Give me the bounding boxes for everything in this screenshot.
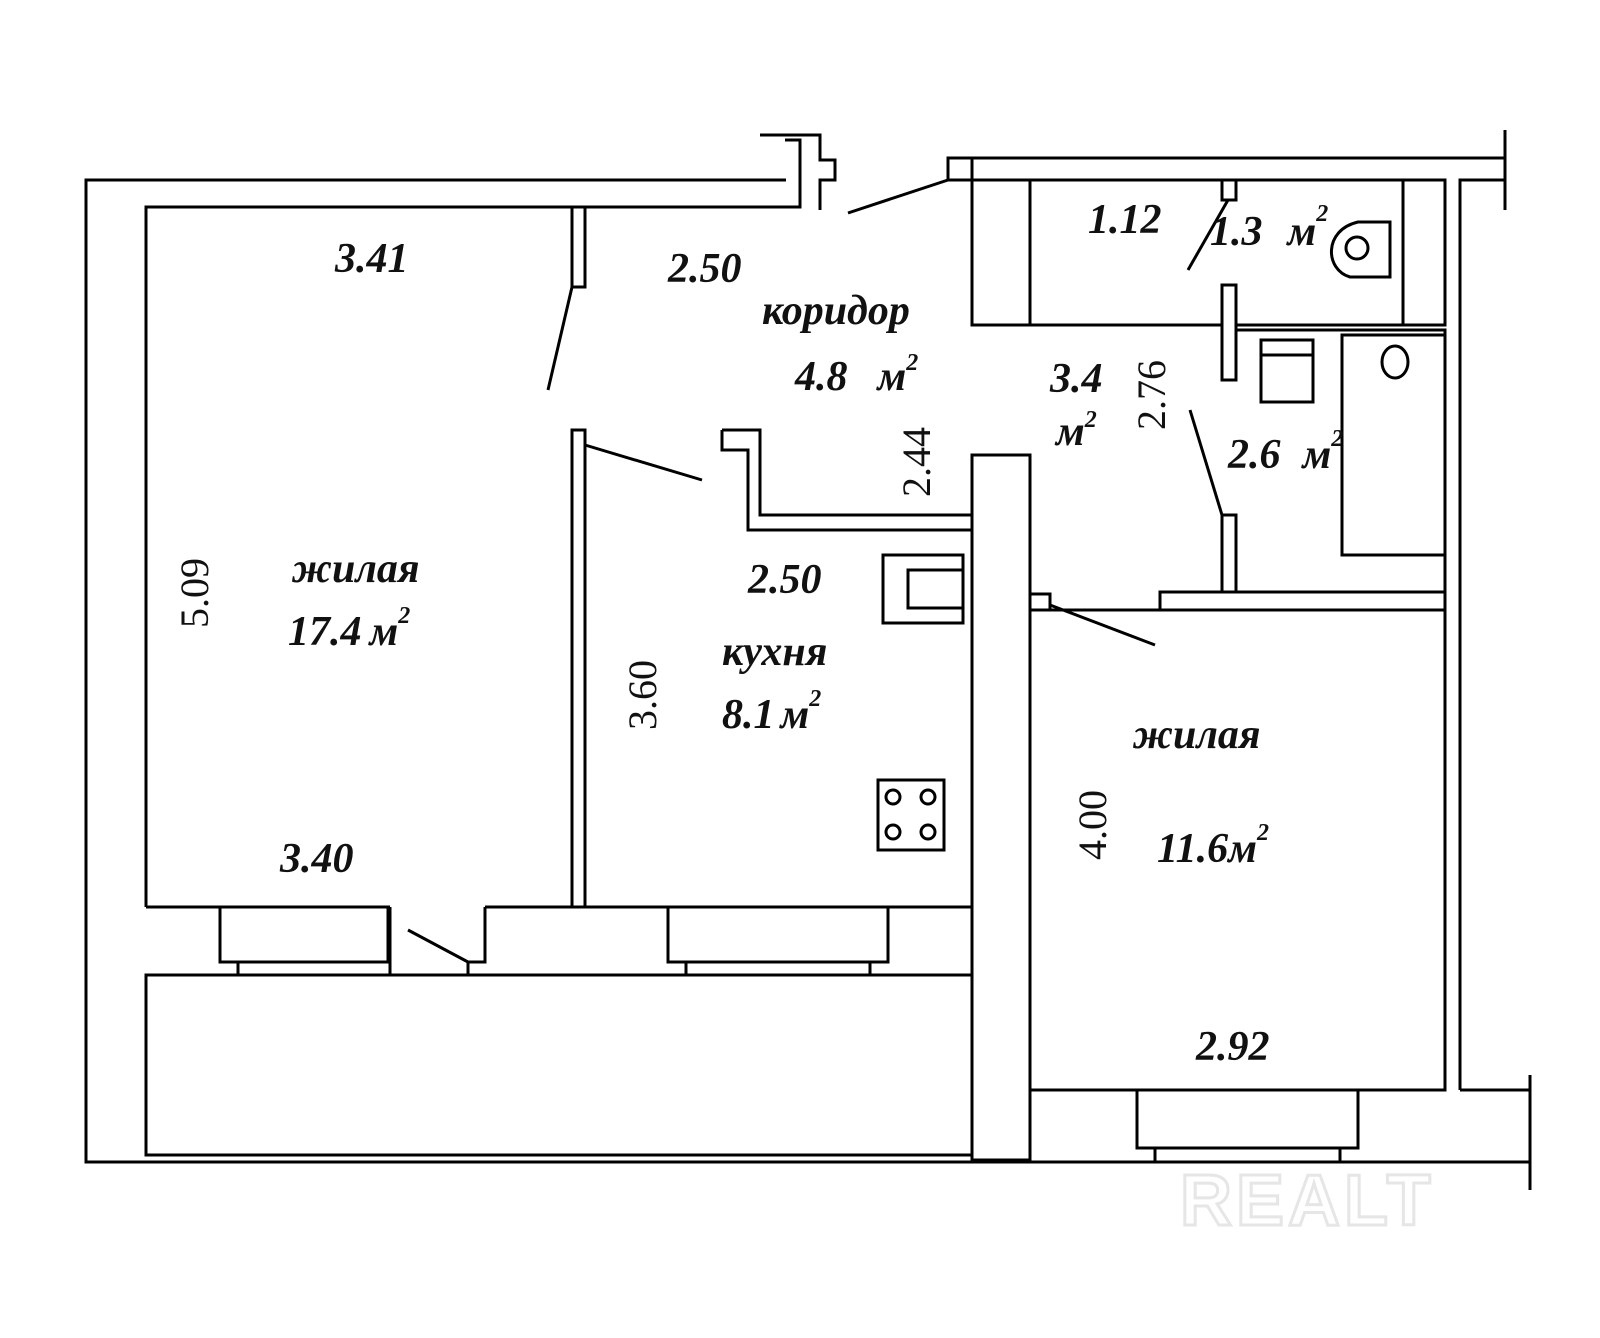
dim-2-50-kitchen: 2.50 xyxy=(747,557,822,603)
dim-2-44: 2.44 xyxy=(894,427,939,497)
bathtub-drain-icon xyxy=(1380,344,1410,380)
dim-2-76: 2.76 xyxy=(1129,360,1174,430)
dim-3-41: 3.41 xyxy=(334,236,409,282)
living-right-area: 11.6м2 xyxy=(1157,820,1269,872)
walls xyxy=(84,130,1532,1190)
corridor-name: коридор xyxy=(762,288,910,334)
dim-4-00: 4.00 xyxy=(1070,790,1115,860)
dim-3-40: 3.40 xyxy=(279,836,354,882)
hall-unit: м2 xyxy=(1054,407,1097,455)
kitchen-name: кухня xyxy=(722,629,827,675)
dim-2-50-corridor: 2.50 xyxy=(667,246,742,292)
sink-fixture-icon xyxy=(1259,338,1315,404)
dim-1-12: 1.12 xyxy=(1088,197,1162,243)
hall-area: 3.4 xyxy=(1049,356,1103,402)
dim-3-60: 3.60 xyxy=(620,660,665,730)
toilet-fixture-icon xyxy=(1329,220,1392,279)
dim-5-09: 5.09 xyxy=(172,558,217,628)
kitchen-sink-icon xyxy=(881,553,965,625)
dim-2-92: 2.92 xyxy=(1195,1024,1270,1070)
living-right-name: жилая xyxy=(1132,712,1261,758)
watermark-logo: REALT xyxy=(1180,1161,1435,1241)
living-left-name: жилая xyxy=(291,546,420,592)
doors xyxy=(407,178,1230,964)
stove-icon xyxy=(876,778,946,852)
